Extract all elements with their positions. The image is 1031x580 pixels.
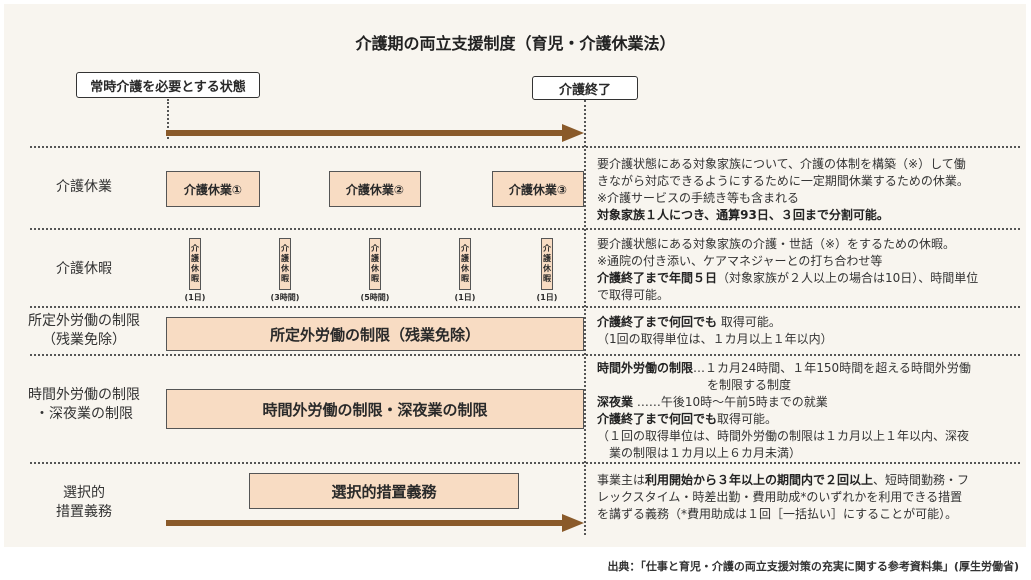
jikangai-desc-line: 深夜業 ……午後10時～午前5時までの就業 — [597, 395, 828, 409]
row-separator — [30, 354, 1020, 356]
period-arrow-bottom — [166, 514, 584, 532]
kyuka-caption-3: (5時間) — [360, 293, 390, 302]
row-separator — [30, 228, 1020, 230]
kyuka-box-3: 介護休暇 — [369, 238, 381, 290]
kyugyo-description: 要介護状態にある対象家族について、介護の体制を構築（※）して働 きながら対応でき… — [597, 156, 1017, 224]
shotei-desc-line: （1回の取得単位は、１カ月以上１年以内） — [597, 332, 833, 346]
kyuka-box-5: 介護休暇 — [541, 238, 553, 290]
kyuka-caption-5: (1日) — [536, 293, 558, 302]
kyuka-box-2: 介護休暇 — [279, 238, 291, 290]
row-separator — [30, 306, 1020, 308]
row-label-shotei: 所定外労働の制限 （残業免除） — [28, 313, 140, 348]
kyuka-caption-4: (1日) — [454, 293, 476, 302]
care-end-vertical-line — [584, 100, 586, 535]
kyugyo-box-3: 介護休業③ — [492, 171, 584, 207]
source-citation: 出典：「仕事と育児・介護の両立支援対策の充実に関する参考資料集」(厚生労働省) — [607, 560, 1019, 573]
kyuka-desc-line: で取得可能。 — [597, 288, 670, 302]
row-separator — [30, 146, 1020, 148]
jikangai-desc-line: （１回の取得単位は、時間外労働の制限は１カ月以上１年以内、深夜 — [597, 429, 970, 443]
sentaku-desc-line: を講ずる義務（*費用助成は１回［一括払い］にすることが可能）。 — [597, 507, 958, 521]
jikangai-desc-line: を制限する制度 — [707, 378, 792, 392]
kyuka-box-4: 介護休暇 — [459, 238, 471, 290]
row-label-sentaku: 選択的 措置義務 — [56, 485, 112, 520]
jikangai-desc-line: 介護終了まで何回でも取得可能。 — [597, 412, 778, 426]
shotei-desc-line: 介護終了まで何回でも 取得可能。 — [597, 315, 781, 329]
diagram-title: 介護期の両立支援制度（育児・介護休業法） — [355, 34, 676, 53]
kyuka-desc-line: 要介護状態にある対象家族の介護・世話（※）をするための休暇。 — [597, 237, 956, 251]
row-label-kaigo-kyuka: 介護休暇 — [56, 261, 112, 277]
row-separator — [30, 462, 1020, 464]
kyugyo-desc-line: 要介護状態にある対象家族について、介護の体制を構築（※）して働 — [597, 157, 966, 171]
period-arrow-top — [166, 124, 584, 142]
jikangai-desc-line: 時間外労働の制限…１カ月24時間、１年150時間を超える時間外労働 — [597, 361, 971, 375]
kyuka-box-1: 介護休暇 — [189, 238, 201, 290]
kyuka-desc-line: 介護終了まで年間５日（対象家族が２人以上の場合は10日）、時間単位 — [597, 271, 979, 285]
kyuka-description: 要介護状態にある対象家族の介護・世話（※）をするための休暇。 ※通院の付き添い、… — [597, 236, 1017, 304]
kyugyo-box-2: 介護休業② — [329, 171, 421, 207]
jikangai-desc-line: 業の制限は１カ月以上６カ月未満） — [609, 446, 802, 460]
shotei-description: 介護終了まで何回でも 取得可能。 （1回の取得単位は、１カ月以上１年以内） — [597, 314, 1017, 348]
sentaku-bar: 選択的措置義務 — [249, 473, 519, 509]
sentaku-desc-line: レックスタイム・時差出勤・費用助成*のいずれかを利用できる措置 — [597, 490, 963, 504]
row-label-jikangai: 時間外労働の制限 ・深夜業の制限 — [28, 387, 140, 422]
sentaku-description: 事業主は利用開始から３年以上の期間内で２回以上、短時間勤務・フ レックスタイム・… — [597, 472, 1017, 523]
start-connector — [167, 99, 169, 139]
kyuka-caption-2: (3時間) — [270, 293, 300, 302]
sentaku-desc-line: 事業主は利用開始から３年以上の期間内で２回以上、短時間勤務・フ — [597, 473, 970, 487]
jikangai-bar: 時間外労働の制限・深夜業の制限 — [166, 389, 584, 429]
kyuka-desc-note: ※通院の付き添い、ケアマネジャーとの打ち合わせ等 — [597, 254, 883, 268]
jikangai-description: 時間外労働の制限…１カ月24時間、１年150時間を超える時間外労働 を制限する制… — [597, 360, 1017, 462]
kyugyo-desc-line: きながら対応できるようにするために一定期間休業するための休業。 — [597, 174, 969, 188]
kyuka-caption-1: (1日) — [184, 293, 206, 302]
kyugyo-box-1: 介護休業① — [166, 171, 260, 207]
kyugyo-desc-note: ※介護サービスの手続き等も含まれる — [597, 191, 800, 205]
start-state-box: 常時介護を必要とする状態 — [76, 72, 260, 98]
row-label-kaigo-kyugyo: 介護休業 — [56, 179, 112, 195]
kyugyo-desc-limit: 対象家族１人につき、通算93日、３回まで分割可能。 — [597, 208, 889, 222]
shotei-bar: 所定外労働の制限（残業免除） — [166, 317, 584, 351]
care-end-box: 介護終了 — [532, 76, 638, 100]
